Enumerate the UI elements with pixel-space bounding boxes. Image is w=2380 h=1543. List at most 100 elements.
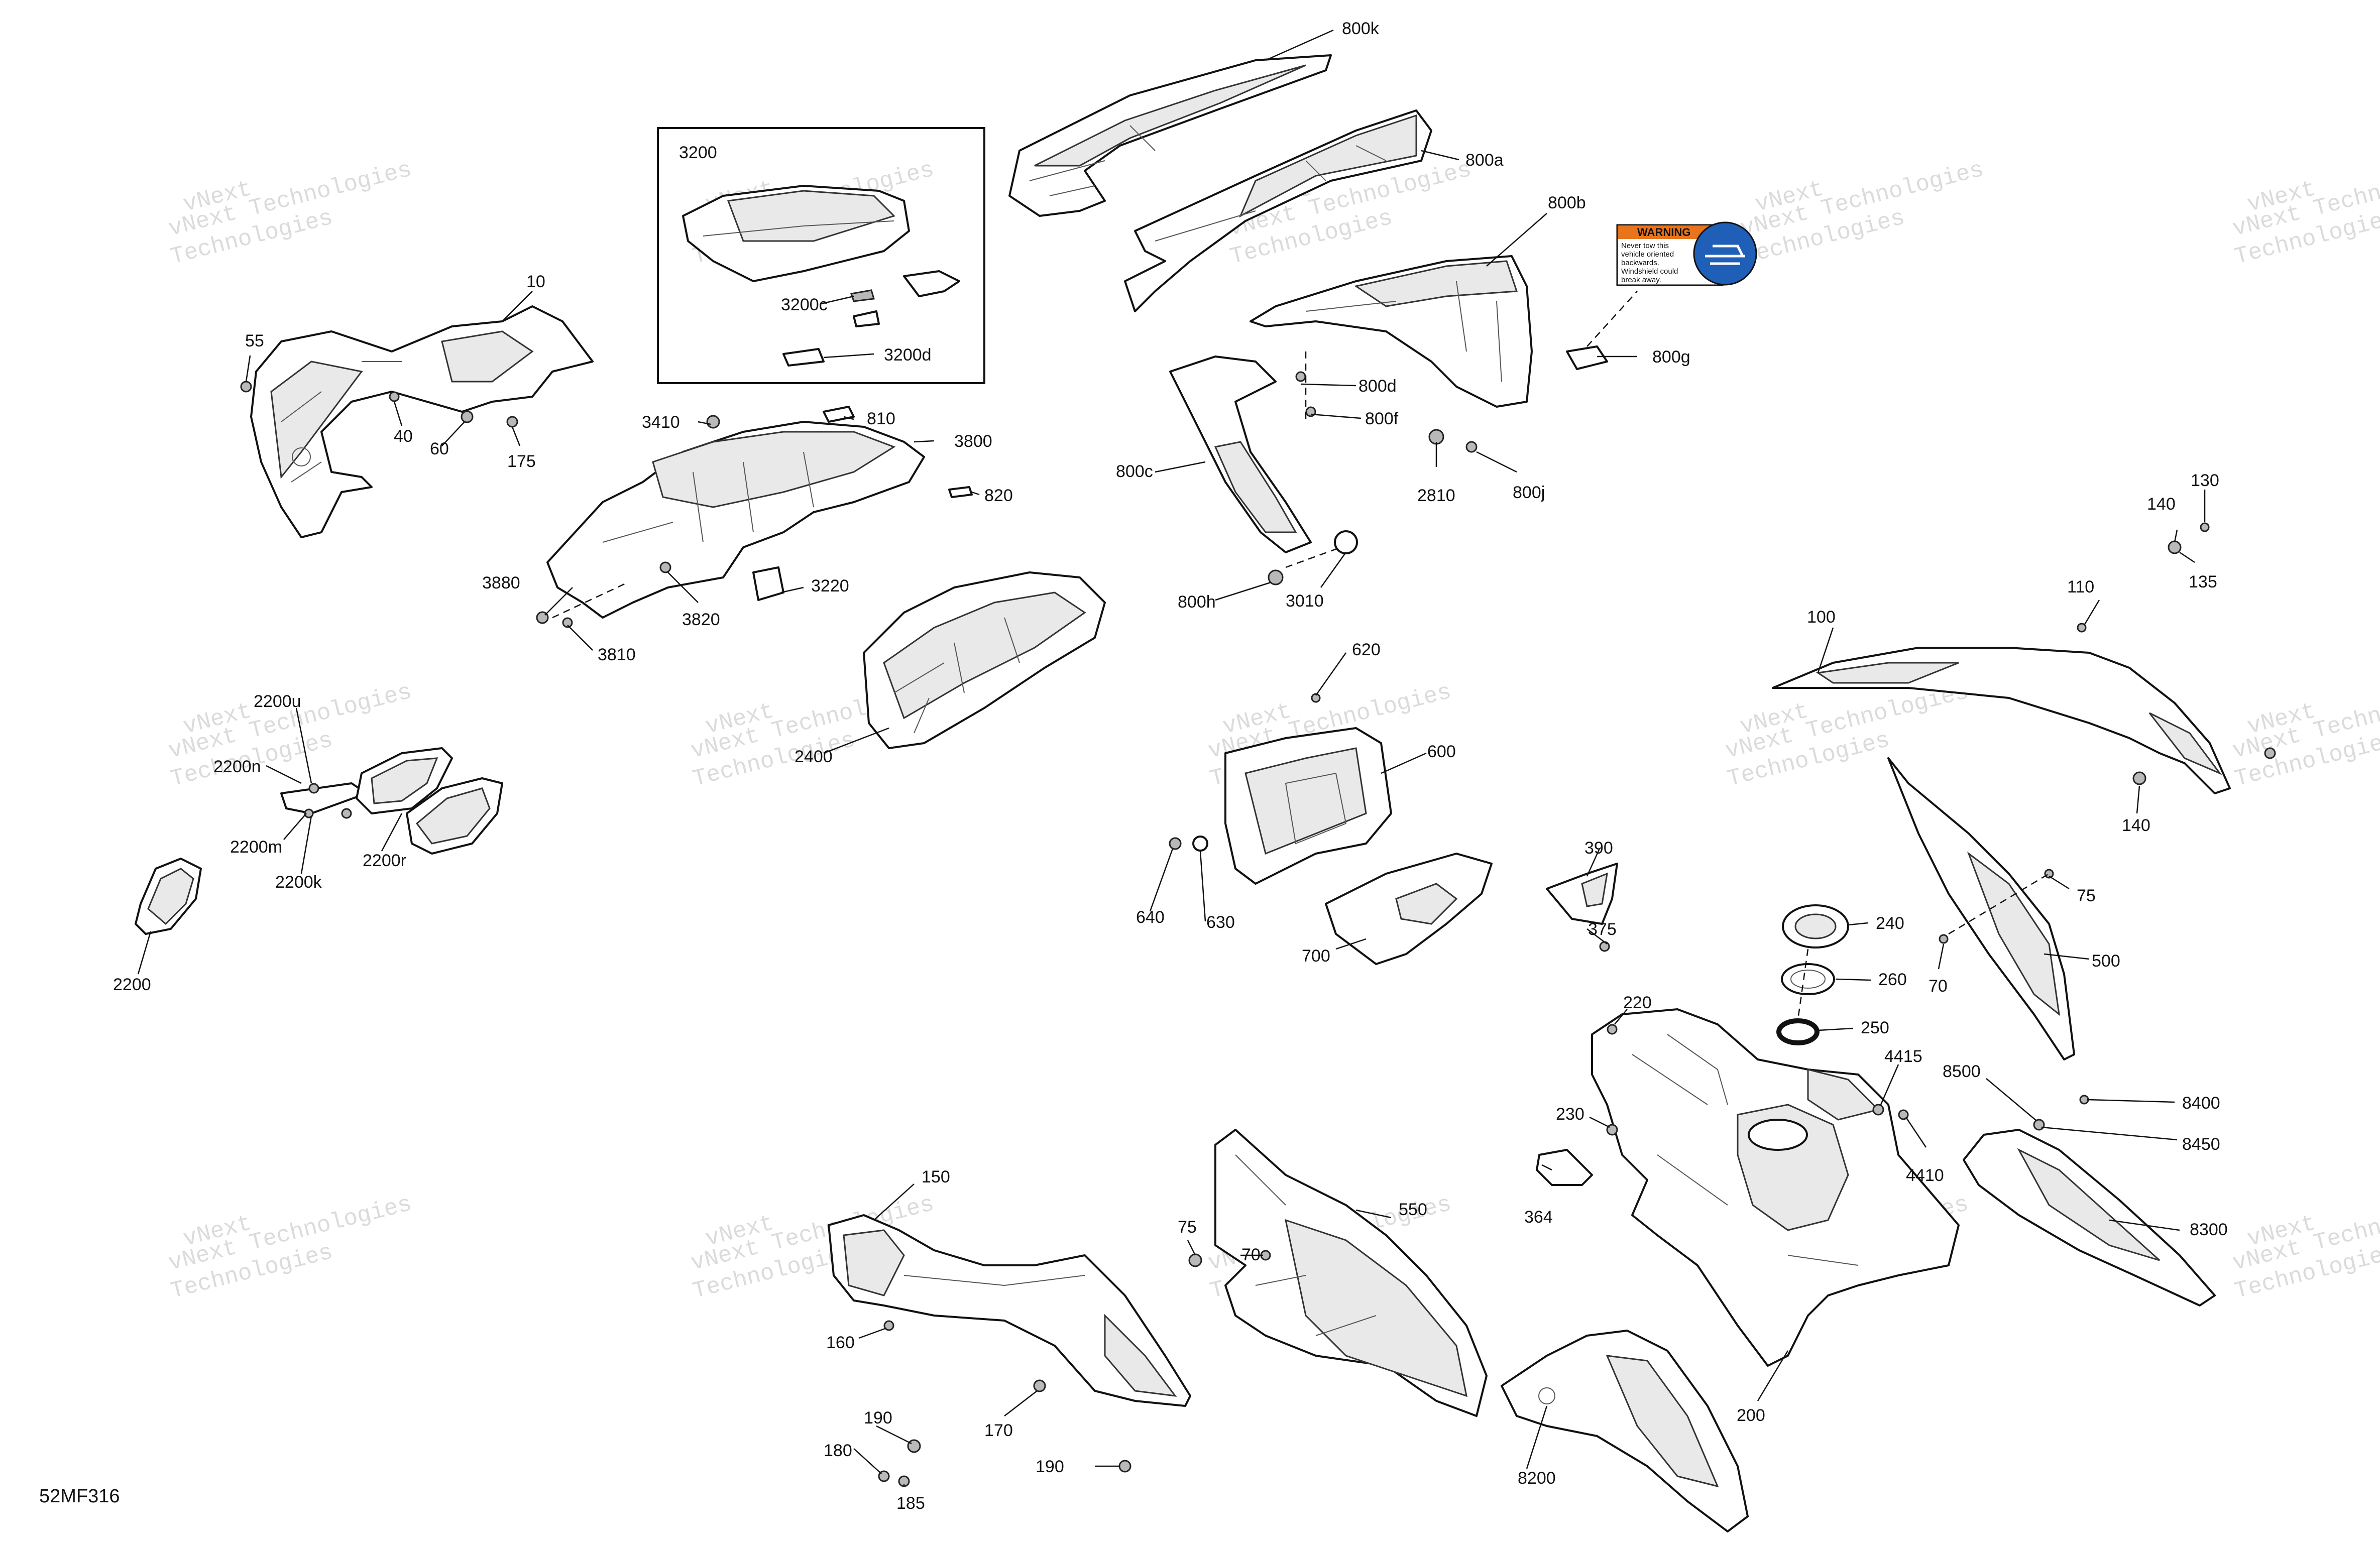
callout-200: 200 <box>1737 1406 1765 1425</box>
part-8200-lower-panel <box>1501 1330 1749 1532</box>
part-260-seal <box>1781 963 1835 995</box>
callout-3200d: 3200d <box>884 345 932 365</box>
callout-3820: 3820 <box>682 610 720 629</box>
svg-text:Never tow this: Never tow this <box>1621 242 1669 250</box>
part-800b-windshield-frame <box>1250 255 1533 408</box>
callout-3810: 3810 <box>598 645 636 664</box>
callout-140a: 140 <box>2147 495 2176 514</box>
part-800c-side-panel <box>1169 355 1312 553</box>
callout-70b: 70 <box>1241 1245 1261 1264</box>
callout-800f: 800f <box>1365 409 1399 428</box>
callout-2200u: 2200u <box>254 692 301 711</box>
svg-text:Windshield could: Windshield could <box>1621 267 1678 276</box>
callout-70a: 70 <box>1929 977 1948 996</box>
callout-2200k: 2200k <box>275 873 322 892</box>
callout-8500: 8500 <box>1943 1062 1981 1081</box>
callout-230: 230 <box>1556 1105 1584 1124</box>
detail-box-3200 <box>657 127 985 384</box>
callout-250: 250 <box>1861 1018 1889 1037</box>
callout-810: 810 <box>867 409 895 428</box>
callout-3200c: 3200c <box>781 295 828 314</box>
callout-4410: 4410 <box>1906 1166 1944 1185</box>
part-250-oring <box>1776 1018 1820 1045</box>
leader-lines <box>137 29 2206 1486</box>
part-240-fuel-ring <box>1782 904 1849 948</box>
part-150-lower-trim <box>828 1214 1191 1407</box>
callout-110: 110 <box>2067 577 2094 597</box>
watermark: vNext vNext Technologies Technologies <box>1738 157 1986 270</box>
callout-260: 260 <box>1878 970 1907 989</box>
callout-3010: 3010 <box>1286 591 1324 611</box>
callout-60: 60 <box>430 439 449 458</box>
svg-text:backwards.: backwards. <box>1621 259 1659 267</box>
callout-800a: 800a <box>1465 151 1504 170</box>
watermark: vNext vNext Technologies Technologies <box>2230 157 2380 270</box>
callout-75b: 75 <box>1178 1218 1197 1237</box>
part-390-bracket <box>1546 863 1618 925</box>
callout-175: 175 <box>507 452 536 471</box>
callout-800k: 800k <box>1342 19 1380 38</box>
part-8300-side-panel <box>1963 1129 2216 1307</box>
callout-820: 820 <box>984 486 1013 505</box>
callout-55: 55 <box>245 331 264 350</box>
callout-10: 10 <box>526 272 545 291</box>
watermark: vNext vNext Technologies Technologies <box>2230 1191 2380 1304</box>
callout-2400: 2400 <box>795 747 833 766</box>
callout-3880: 3880 <box>482 573 520 592</box>
callout-800d: 800d <box>1358 377 1397 396</box>
callout-3410: 3410 <box>642 413 680 432</box>
callout-2810: 2810 <box>1417 486 1455 505</box>
watermark: vNext vNext Technologies Technologies <box>166 1191 414 1304</box>
part-500-side-panel <box>1887 757 2075 1060</box>
callout-800g: 800g <box>1652 347 1690 367</box>
callout-2200: 2200 <box>113 975 151 994</box>
part-200-center-body <box>1591 1008 1960 1367</box>
callout-640: 640 <box>1136 908 1165 927</box>
fasteners <box>240 371 2276 1487</box>
callout-600: 600 <box>1427 742 1456 761</box>
callout-630: 630 <box>1206 913 1235 932</box>
part-10-front-panel <box>250 305 594 538</box>
svg-text:vehicle oriented: vehicle oriented <box>1621 250 1674 259</box>
part-2200-mirrors <box>135 747 503 935</box>
part-550-side-fairing <box>1214 1129 1488 1417</box>
figure-id: 52MF316 <box>39 1486 120 1507</box>
callout-800h: 800h <box>1178 592 1216 612</box>
callout-140b: 140 <box>2122 816 2150 835</box>
part-100-rear-trim <box>1772 647 2231 794</box>
callout-180: 180 <box>824 1441 852 1460</box>
callout-labels: 800k 800a 800b 800g 800d 800f 2810 800j … <box>113 19 2228 1513</box>
callout-700: 700 <box>1302 946 1330 966</box>
callout-800j: 800j <box>1513 483 1545 502</box>
callout-364: 364 <box>1524 1208 1553 1227</box>
part-800k-windshield-trim <box>1008 54 1332 217</box>
callout-160: 160 <box>826 1333 855 1352</box>
callout-8450: 8450 <box>2182 1135 2220 1154</box>
callout-800c: 800c <box>1116 462 1153 481</box>
callout-4415: 4415 <box>1884 1047 1922 1066</box>
callout-220: 220 <box>1623 993 1652 1012</box>
callout-130: 130 <box>2191 471 2219 490</box>
callout-100: 100 <box>1807 608 1836 627</box>
svg-text:break away.: break away. <box>1621 276 1661 284</box>
callout-2200n: 2200n <box>213 757 261 776</box>
callout-3800: 3800 <box>954 432 992 451</box>
callout-240: 240 <box>1876 914 1904 933</box>
callout-8400: 8400 <box>2182 1094 2220 1113</box>
callout-390: 390 <box>1584 839 1613 858</box>
part-800a-windshield <box>1124 109 1432 312</box>
callout-190b: 190 <box>1036 1457 1064 1476</box>
callout-40: 40 <box>394 427 413 446</box>
callout-2200m: 2200m <box>230 838 282 857</box>
callout-8200: 8200 <box>1518 1469 1556 1488</box>
part-800g-decal <box>1566 345 1608 370</box>
part-364-pad <box>1536 1149 1593 1186</box>
callout-800b: 800b <box>1548 193 1586 212</box>
callout-150: 150 <box>922 1167 950 1186</box>
warning-decal: WARNING Never tow this vehicle oriented … <box>1616 221 1757 286</box>
callout-500: 500 <box>2092 952 2120 971</box>
callout-185: 185 <box>896 1494 925 1513</box>
warning-decal-title: WARNING <box>1637 226 1690 239</box>
callout-375: 375 <box>1588 920 1617 939</box>
